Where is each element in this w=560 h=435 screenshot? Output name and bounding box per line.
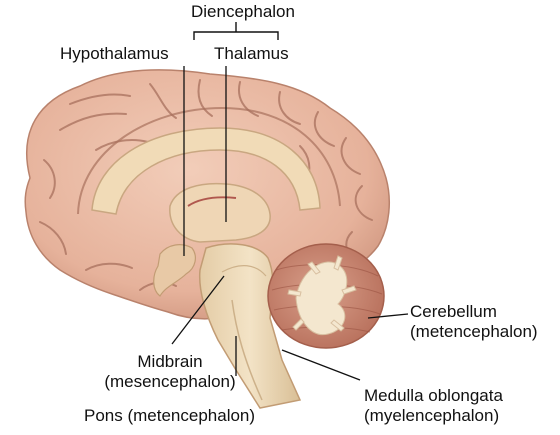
label-thalamus: Thalamus — [214, 44, 289, 63]
label-cerebellum: Cerebellum — [410, 302, 497, 321]
thalamus-region — [169, 182, 271, 243]
label-hypothalamus: Hypothalamus — [60, 44, 169, 63]
label-cerebellum-sub: (metencephalon) — [410, 322, 538, 341]
label-pons: Pons (metencephalon) — [84, 406, 256, 425]
medulla-leader — [281, 349, 361, 381]
label-medulla: Medulla oblongata — [364, 386, 503, 405]
corpus-callosum — [91, 127, 321, 215]
label-midbrain: Midbrain — [137, 352, 203, 371]
label-diencephalon: Diencephalon — [191, 2, 295, 21]
label-midbrain-sub: (mesencephalon) — [104, 372, 236, 391]
label-medulla-sub: (myelencephalon) — [364, 406, 500, 425]
hypothalamus-region — [153, 244, 196, 297]
midbrain-leader — [171, 275, 225, 345]
arbor-vitae — [287, 255, 357, 336]
leader-lines — [171, 66, 409, 381]
cerebellum-leader — [367, 313, 409, 319]
diencephalon-bracket — [193, 22, 279, 40]
